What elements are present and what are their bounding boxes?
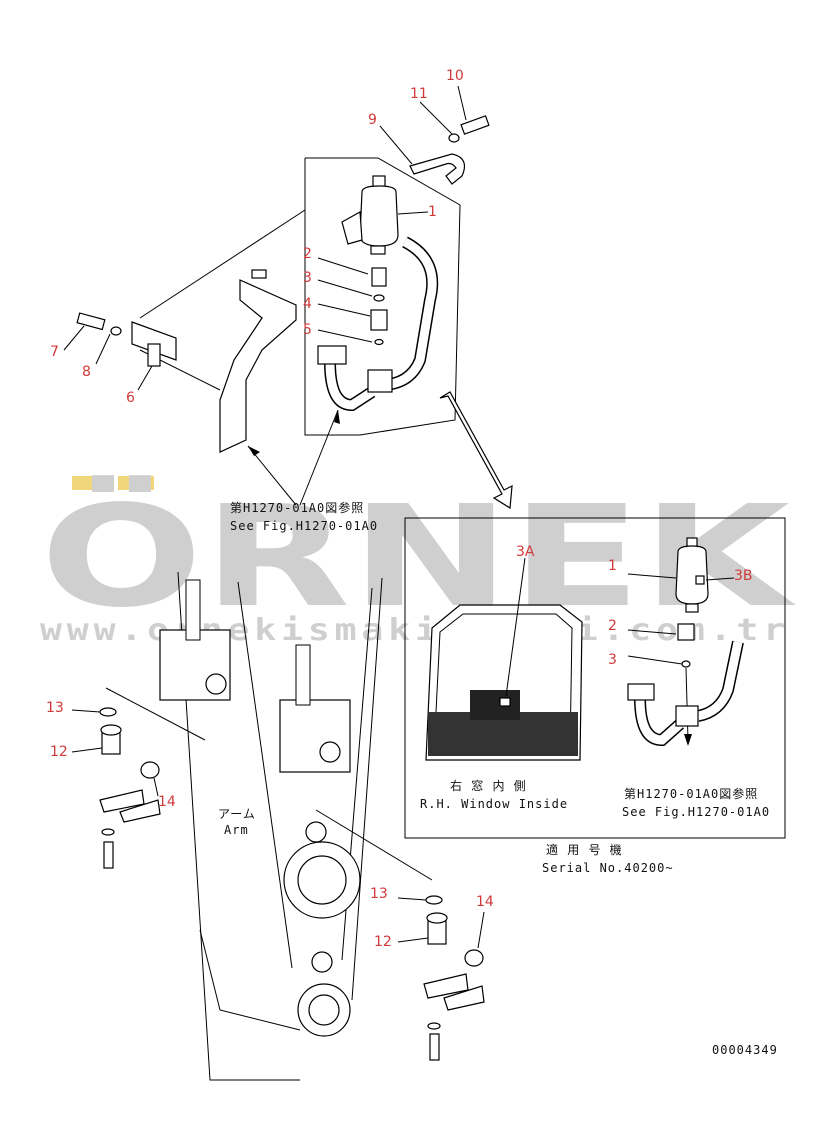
- bolt: [429, 1033, 440, 1061]
- callout-2: 2: [303, 246, 312, 262]
- drawing-number: 00004349: [712, 1043, 778, 1057]
- label-marker-3b: [695, 575, 705, 585]
- detail-callout-3a: 3A: [516, 544, 535, 560]
- window-bracket: [470, 690, 520, 720]
- arm-label-jp: アーム: [218, 807, 256, 821]
- o-ring: [373, 294, 385, 302]
- arm: [105, 571, 433, 1081]
- watermark-brand: ÖRNEK: [40, 474, 796, 639]
- detail-accumulator-neck: [685, 603, 699, 613]
- bolt: [103, 841, 114, 869]
- detail-callout-3: 3: [608, 652, 617, 668]
- arm-small-boss: [311, 951, 333, 973]
- washer: [101, 828, 115, 836]
- split-flange: [119, 799, 161, 823]
- mounting-bracket: [131, 321, 177, 361]
- left-fitting-group: [71, 707, 161, 869]
- callout-14-left: 14: [158, 794, 176, 810]
- serial-label-jp: 適 用 号 機: [546, 842, 623, 857]
- clamp-band: [409, 153, 465, 185]
- tee-block: [367, 369, 393, 393]
- elbow-top: [100, 724, 122, 736]
- callout-11: 11: [410, 86, 428, 102]
- callout-4: 4: [303, 296, 312, 312]
- detail-frame: [404, 517, 786, 839]
- arm-small-boss: [305, 821, 327, 843]
- detail-callout-2: 2: [608, 618, 617, 634]
- window-label-jp: 右 窓 内 側: [450, 778, 527, 793]
- serial-label-en: Serial No.40200~: [542, 861, 674, 875]
- bolt: [76, 312, 106, 331]
- ref-main-jp: 第H1270-01A0図参照: [230, 500, 364, 515]
- detail-tee-block: [675, 705, 699, 727]
- detail-flange-block: [627, 683, 655, 701]
- upper-assembly: [63, 85, 490, 506]
- detail-callout-1: 1: [608, 558, 617, 574]
- washer: [427, 1022, 441, 1030]
- cap: [140, 761, 160, 779]
- callout-13-right: 13: [370, 886, 388, 902]
- label-marker-3a: [499, 697, 511, 707]
- callout-14-right: 14: [476, 894, 494, 910]
- callout-1: 1: [428, 204, 437, 220]
- arm-pipe: [185, 579, 201, 641]
- bolt: [460, 115, 490, 135]
- detail-accumulator: [675, 545, 709, 605]
- arm-label-en: Arm: [224, 823, 249, 837]
- arm-mount-block: [279, 699, 351, 773]
- split-flange: [443, 985, 485, 1011]
- arm-pipe: [295, 644, 311, 706]
- arm-block-hole: [319, 741, 341, 763]
- ref-detail-en: See Fig.H1270-01A0: [622, 805, 770, 819]
- washer: [448, 133, 460, 143]
- window-label-en: R.H. Window Inside: [420, 797, 568, 811]
- flange-block: [317, 345, 347, 365]
- callout-6: 6: [126, 390, 135, 406]
- callout-9: 9: [368, 112, 377, 128]
- watermark: ÖRNEK www.ornekismakinalari.com.tr: [40, 474, 796, 648]
- right-fitting-group: [397, 895, 485, 1061]
- bracket-plate: [147, 343, 161, 367]
- elbow-top: [426, 912, 448, 924]
- watermark-accent-mark: [118, 476, 154, 490]
- callout-8: 8: [82, 364, 91, 380]
- callouts: 1 2 3 4 5 6 7 8 9 10 11 13 12 14 13 12 1…: [46, 68, 753, 950]
- washer: [110, 326, 122, 336]
- detail-fitting: [677, 623, 695, 641]
- bracket-tab: [251, 269, 267, 279]
- adapter-fitting: [371, 267, 387, 287]
- annotations: 第H1270-01A0図参照 See Fig.H1270-01A0 右 窓 内 …: [218, 500, 778, 1057]
- callout-3: 3: [303, 270, 312, 286]
- callout-5: 5: [303, 322, 312, 338]
- callout-10: 10: [446, 68, 464, 84]
- callout-13-left: 13: [46, 700, 64, 716]
- support-bracket: [219, 279, 297, 453]
- detail-o-ring: [681, 660, 691, 668]
- detail-callout-3b: 3B: [734, 568, 753, 584]
- o-ring: [99, 707, 117, 717]
- arm-pin-inner: [308, 994, 340, 1026]
- detail-arrow: [439, 391, 513, 510]
- arm-block-hole: [205, 673, 227, 695]
- arm-boss-inner: [297, 855, 347, 905]
- accumulator: [341, 175, 399, 255]
- connector-fitting: [370, 309, 388, 331]
- cap: [464, 949, 484, 967]
- ref-main-en: See Fig.H1270-01A0: [230, 519, 378, 533]
- callout-12-right: 12: [374, 934, 392, 950]
- o-ring: [425, 895, 443, 905]
- watermark-accent-mark: [72, 476, 108, 490]
- o-ring: [374, 338, 384, 346]
- callout-12-left: 12: [50, 744, 68, 760]
- ref-detail-jp: 第H1270-01A0図参照: [624, 786, 758, 801]
- callout-7: 7: [50, 344, 59, 360]
